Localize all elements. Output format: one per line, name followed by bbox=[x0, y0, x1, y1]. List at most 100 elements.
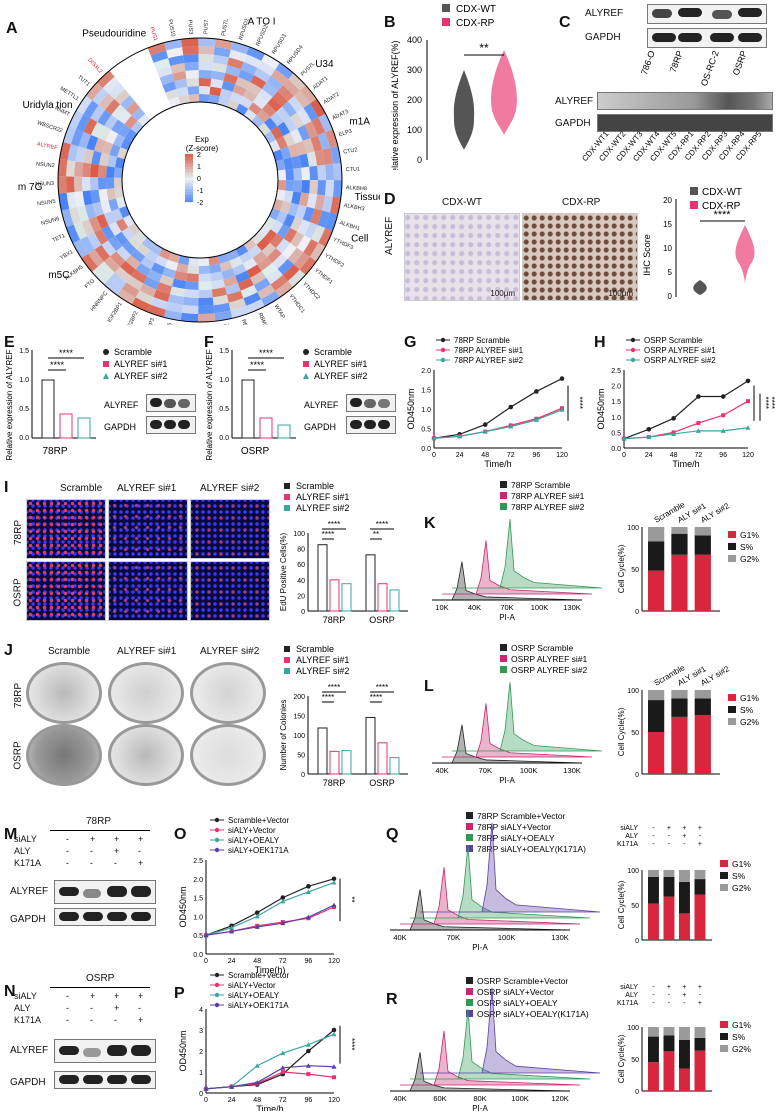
panel-label-k: K bbox=[424, 515, 436, 532]
heatmap-cell bbox=[153, 289, 170, 302]
heatmap-cell bbox=[243, 292, 262, 306]
heatmap-cell bbox=[147, 42, 167, 56]
heatmap-cell bbox=[150, 262, 166, 275]
legend-marker bbox=[440, 357, 446, 363]
legend-marker bbox=[720, 1033, 728, 1040]
heatmap-cell bbox=[92, 87, 109, 106]
heatmap-cell bbox=[108, 236, 123, 252]
heatmap-cell bbox=[240, 61, 258, 76]
treatment-grid: siALY-+++ALY--+-K171A---+ bbox=[0, 991, 160, 1027]
violin-wt bbox=[693, 280, 707, 295]
heatmap-cell bbox=[131, 269, 148, 284]
y-tick: 0.0 bbox=[611, 446, 621, 453]
heatmap-cell bbox=[198, 62, 213, 71]
heatmap-cell bbox=[283, 157, 294, 170]
heatmap-cell bbox=[180, 312, 199, 322]
legend-marker bbox=[500, 492, 507, 499]
heatmap-cell bbox=[275, 281, 294, 298]
heatmap-cell bbox=[198, 273, 211, 283]
cell-line-title: OSRP bbox=[86, 973, 115, 984]
x-tick: 0 bbox=[622, 452, 626, 459]
heatmap-cell bbox=[130, 249, 146, 263]
heatmap-cell bbox=[304, 121, 318, 138]
legend-text: G1% bbox=[740, 693, 759, 703]
x-tick: 120 bbox=[742, 452, 754, 459]
bar-scramble bbox=[241, 379, 255, 439]
stacked-bar bbox=[679, 881, 690, 914]
blot-c-bottom-lanes: CDX-WT1 CDX-WT2 CDX-WT3 CDX-WT4 CDX-WT5 … bbox=[580, 129, 764, 163]
sig-label: **** bbox=[376, 683, 388, 692]
heatmap-cell bbox=[217, 96, 230, 107]
legend-text: OSRP ALYREF si#1 bbox=[644, 346, 716, 355]
heatmap-cell bbox=[251, 232, 264, 245]
legend-text: S% bbox=[740, 542, 754, 552]
bar bbox=[389, 757, 400, 775]
x-label: Time/h bbox=[256, 1104, 283, 1111]
legend-gradient bbox=[185, 172, 193, 174]
legend-text: G1% bbox=[732, 859, 751, 869]
heatmap-cell bbox=[58, 158, 68, 177]
heatmap-cell bbox=[264, 130, 277, 144]
y-label: Number of Colonies bbox=[279, 700, 288, 771]
heatmap-cell bbox=[293, 167, 302, 181]
col-label: ALYREF si#2 bbox=[200, 646, 260, 657]
treatment-sign: + bbox=[682, 833, 686, 840]
heatmap-cell bbox=[111, 104, 126, 120]
legend-text: G2% bbox=[732, 883, 751, 893]
heatmap-cell bbox=[167, 294, 185, 305]
heatmap-cell bbox=[213, 302, 231, 314]
heatmap-cell bbox=[290, 128, 303, 144]
data-point bbox=[457, 433, 463, 439]
heatmap-cell bbox=[147, 304, 166, 318]
heatmap-cell bbox=[243, 54, 262, 68]
heatmap-cell bbox=[162, 81, 177, 93]
y-tick: 0.5 bbox=[611, 430, 621, 437]
treatment-sign: - bbox=[138, 1003, 141, 1013]
y-tick: 1.0 bbox=[219, 377, 229, 384]
heatmap-cell bbox=[111, 119, 125, 134]
col-label: CDX-RP bbox=[562, 197, 601, 208]
heatmap-cell bbox=[109, 272, 127, 289]
heatmap-cell bbox=[106, 177, 115, 189]
heatmap-cell bbox=[310, 98, 326, 118]
x-tick: 48 bbox=[670, 452, 678, 459]
series-line bbox=[623, 380, 749, 440]
ihc-image-wt: 100μm bbox=[404, 213, 520, 301]
heatmap-cell bbox=[98, 93, 115, 110]
violin-chart-d: CDX-WT CDX-RP 0 5 10 15 20 IHC Score ***… bbox=[642, 187, 755, 301]
data-point bbox=[745, 425, 751, 430]
heatmap-cell bbox=[181, 38, 199, 48]
treatment-sign: + bbox=[114, 846, 120, 856]
heatmap-cell bbox=[210, 78, 224, 89]
heatmap-cell bbox=[140, 256, 155, 270]
x-label: 78RP bbox=[42, 446, 67, 457]
gene-label: TUT1 bbox=[76, 74, 90, 87]
legend-text: G1% bbox=[740, 530, 759, 540]
heatmap-cell bbox=[272, 91, 288, 107]
legend-gradient bbox=[185, 154, 193, 156]
bar bbox=[317, 544, 328, 612]
colony-dish bbox=[26, 662, 102, 724]
heatmap-cell bbox=[94, 228, 109, 245]
heatmap-cell bbox=[168, 252, 181, 264]
treatment-sign: - bbox=[66, 846, 69, 856]
data-point bbox=[280, 898, 286, 904]
x-tick: 80K bbox=[473, 1094, 486, 1103]
heatmap-cell bbox=[188, 94, 200, 103]
gene-label: ALKBH8 bbox=[346, 185, 367, 192]
legend-tick: 1 bbox=[197, 164, 201, 171]
heatmap-cell bbox=[251, 115, 265, 129]
data-point bbox=[305, 1042, 311, 1047]
edu-image bbox=[26, 561, 106, 621]
heatmap-cell bbox=[287, 247, 304, 265]
heatmap-cell bbox=[272, 198, 284, 211]
treatment-sign: - bbox=[683, 1000, 686, 1007]
treatment-sign: + bbox=[698, 984, 702, 991]
y-tick: 60 bbox=[297, 562, 305, 569]
stacked-bar bbox=[663, 896, 675, 940]
heatmap-cell bbox=[103, 211, 116, 226]
x-label: PI-A bbox=[499, 776, 515, 785]
